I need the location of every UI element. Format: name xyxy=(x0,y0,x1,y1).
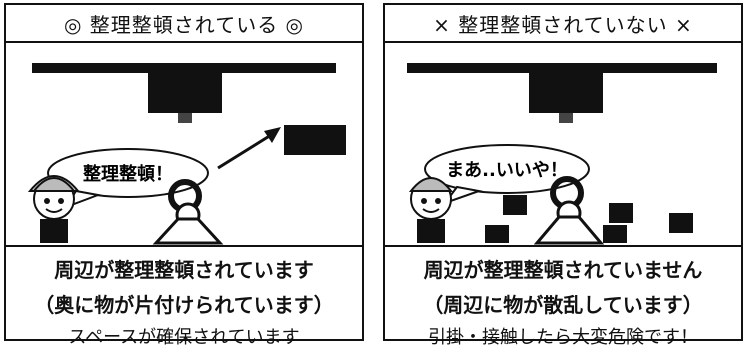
caption-line-1: 周辺が整理整頓されています xyxy=(54,258,314,282)
caption-line-2: （奥に物が片付けられています） xyxy=(34,293,334,317)
caption-line-3: スペースが確保されています xyxy=(68,327,300,348)
speech-bubble xyxy=(47,148,209,198)
caption-line-1: 周辺が整理整頓されていません xyxy=(423,258,703,282)
panel-title: ◎ 整理整頓されている ◎ xyxy=(6,5,362,43)
worker xyxy=(27,175,81,243)
caption-line-3: 引掛・接触したら大変危険です！ xyxy=(428,327,698,348)
arrow xyxy=(217,133,272,170)
worker xyxy=(408,177,454,243)
bubble-text: 整理整頓！ xyxy=(82,163,173,185)
scattered-box xyxy=(485,225,509,243)
bubble-text: まあ..いいや！ xyxy=(446,160,568,181)
caption: 周辺が整理整頓されています （奥に物が片付けられています） スペースが確保されて… xyxy=(6,255,362,352)
caption: 周辺が整理整頓されていません （周辺に物が散乱しています） 引掛・接触したら大変… xyxy=(385,255,741,352)
chain xyxy=(559,113,573,123)
overhead-rail xyxy=(32,63,336,73)
panel-organized: ◎ 整理整頓されている ◎ 整理整頓！ xyxy=(4,3,364,348)
caption-line-2: （周辺に物が散乱しています） xyxy=(423,293,703,317)
overhead-rail xyxy=(407,63,717,73)
scattered-box xyxy=(503,195,527,215)
machine-block xyxy=(148,73,222,113)
panel-title: × 整理整頓されていない × xyxy=(385,5,741,43)
load-base xyxy=(533,215,605,245)
scattered-box xyxy=(609,203,633,223)
speech-bubble xyxy=(424,144,590,194)
arrow-head xyxy=(264,127,281,143)
load-base xyxy=(152,217,224,245)
scattered-box xyxy=(669,213,693,233)
machine-block xyxy=(529,73,603,113)
stored-box xyxy=(284,125,346,155)
scattered-box xyxy=(603,225,627,243)
chain xyxy=(178,113,192,123)
panel-disorganized: × 整理整頓されていない × まあ..いいや！ xyxy=(383,3,743,348)
illustration: まあ..いいや！ xyxy=(385,43,741,247)
illustration: 整理整頓！ xyxy=(6,43,362,247)
